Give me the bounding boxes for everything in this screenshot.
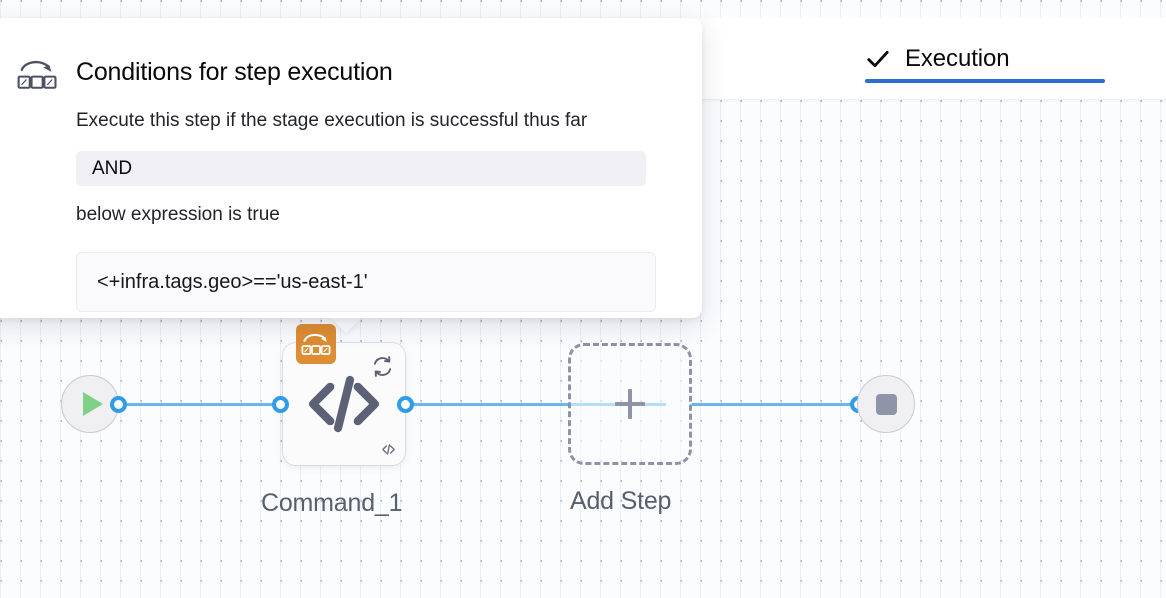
- check-icon: [865, 46, 891, 72]
- tab-execution[interactable]: Execution: [865, 18, 1010, 100]
- edge-command-to-addstep: [398, 403, 666, 406]
- edge-start-to-command: [112, 403, 292, 406]
- retry-loop-icon: [369, 353, 396, 380]
- popover-title: Conditions for step execution: [76, 58, 393, 86]
- add-step-label: Add Step: [570, 487, 672, 515]
- condition-operator-field[interactable]: AND: [76, 151, 646, 186]
- condition-operator-value: AND: [92, 157, 133, 179]
- popover-sub-description: below expression is true: [76, 204, 280, 225]
- tab-execution-label: Execution: [905, 45, 1010, 72]
- condition-expression-value: <+infra.tags.geo>=='us-east-1': [97, 270, 368, 293]
- plus-icon: [615, 389, 645, 419]
- stop-icon: [875, 393, 897, 415]
- popover-arrow: [330, 317, 362, 333]
- connector-dot-start-out[interactable]: [110, 396, 127, 413]
- connector-dot-command-in[interactable]: [272, 396, 289, 413]
- condition-expression-field[interactable]: <+infra.tags.geo>=='us-east-1': [76, 252, 656, 312]
- edge-addstep-to-end: [690, 403, 866, 406]
- code-badge-icon: [380, 441, 397, 458]
- code-icon: [283, 343, 405, 465]
- conditions-popover: Conditions for step execution Execute th…: [0, 18, 702, 318]
- active-tab-indicator: [865, 79, 1105, 83]
- step-label-command: Command_1: [261, 489, 403, 517]
- play-icon: [83, 392, 103, 416]
- conditional-execution-icon: [16, 56, 58, 94]
- connector-dot-command-out[interactable]: [397, 396, 414, 413]
- end-node[interactable]: [857, 375, 915, 433]
- add-step-button[interactable]: [568, 343, 692, 465]
- conditional-execution-badge[interactable]: [296, 324, 336, 364]
- popover-description: Execute this step if the stage execution…: [76, 110, 588, 131]
